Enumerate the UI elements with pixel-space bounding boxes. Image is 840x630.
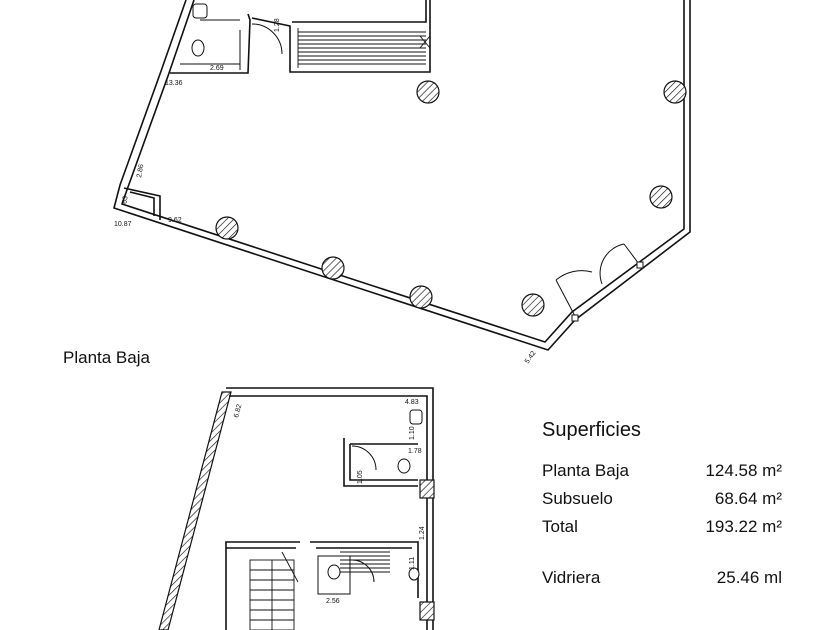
area-row-subsuelo: Subsuelo 68.64 m² [542,485,782,513]
column-square [419,601,435,621]
floor-label-planta-baja: Planta Baja [63,348,150,367]
basement-bathroom-walls [343,438,418,487]
area-row-value: 68.64 m² [714,489,782,508]
dimension-label: 1.24 [419,526,426,540]
column [663,80,687,104]
wc-fixture [397,458,411,474]
basement-bathroom-door [351,445,377,471]
area-row-total: Total 193.22 m² [542,513,782,541]
area-row-value: 193.22 m² [705,517,782,536]
dimension-label: 1.78 [408,448,422,455]
area-row-name: Vidriera [542,568,601,587]
dimension-label: 1.10 [409,426,416,440]
dimension-label: 4.83 [405,399,419,406]
dimension-label: 2.69 [210,65,224,72]
ground-floor-bathroom-walls [170,13,251,74]
area-summary-title: Superficies [542,419,641,441]
column [649,185,673,209]
basement-small-bathroom [317,555,351,595]
dimension-label: 1.11 [409,557,416,570]
dimension-label: .63 [121,195,130,206]
area-row-value: 124.58 m² [705,461,782,480]
dimension-label: 10.87 [114,221,132,228]
basement-stair-room-walls [225,541,419,630]
area-summary-table: Superficies Planta Baja 124.58 m² Subsue… [542,419,782,592]
sink-fixture [409,409,423,425]
column [521,293,545,317]
area-row-value: 25.46 ml [716,568,782,587]
column [215,216,239,240]
basement-top-wall [226,387,434,630]
dimension-label: 13.36 [165,80,183,87]
dimension-label: 5.42 [524,350,538,365]
dimension-label: 2.86 [136,164,145,179]
ground-floor-bathroom-inner-wall [180,19,241,70]
basement-stairs [249,551,390,630]
dimension-label: 1.05 [357,470,364,484]
ground-floor-outer-wall-inner [120,0,685,343]
basement-slanted-wall [158,391,232,630]
sink-fixture [408,567,420,581]
column [321,256,345,280]
ground-floor-plan: 1.28 2.69 13.36 2.86 .63 9.62 10.87 5.42 [113,0,691,365]
entrance-doors [555,243,644,322]
ground-floor-wall-stub [123,187,161,220]
ground-floor-columns [215,80,687,317]
area-row-name: Total [542,517,578,536]
dimension-label: 9.62 [168,217,182,224]
wc-fixture [191,39,205,57]
dimension-label: 1.28 [274,18,281,32]
area-row-planta-baja: Planta Baja 124.58 m² [542,457,782,485]
column-square [419,479,435,499]
basement-plan: 6.82 4.83 1.10 1.78 1.05 1.24 1.11 2.56 [158,387,435,630]
column [409,285,433,309]
bathroom-door-swing [251,23,283,55]
area-row-vidriera: Vidriera 25.46 ml [542,564,782,592]
column [416,80,440,104]
dimension-label: 2.56 [326,598,340,605]
basement-small-bathroom-door [351,559,375,583]
area-row-name: Planta Baja [542,461,629,480]
area-row-name: Subsuelo [542,489,613,508]
wc-fixture [327,564,341,580]
sink-fixture [192,3,208,19]
dimension-label: 6.82 [233,403,243,418]
ground-floor-stairs [297,28,431,68]
